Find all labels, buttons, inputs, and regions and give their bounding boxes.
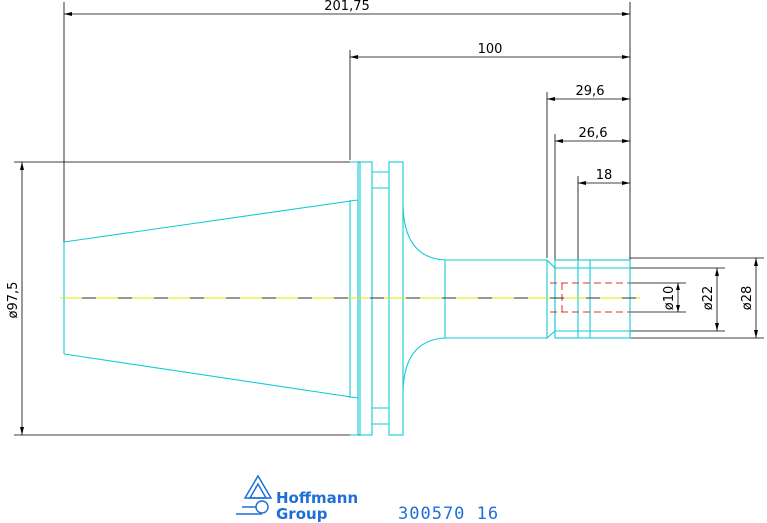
dimension-diameter-28: ø28 — [740, 286, 755, 311]
part-number: 300570 16 — [398, 504, 499, 523]
dimension-length-18: 18 — [596, 168, 613, 183]
dimension-diameter-97-5: ø97,5 — [6, 282, 21, 319]
dimension-overall-length: 201,75 — [324, 0, 370, 14]
dimension-diameter-22: ø22 — [701, 286, 716, 311]
hoffmann-emblem-icon — [236, 474, 273, 515]
dimension-length-29-6: 29,6 — [576, 84, 605, 99]
dimension-diameter-10: ø10 — [662, 286, 677, 311]
logo-text-hoffmann: Hoffmann — [276, 489, 358, 507]
dimension-lines — [14, 2, 764, 436]
logo-text-group: Group — [276, 505, 328, 523]
hoffmann-logo: Hoffmann Group — [236, 474, 358, 523]
dimension-length-26-6: 26,6 — [579, 126, 608, 141]
dimension-length-100: 100 — [478, 42, 503, 57]
